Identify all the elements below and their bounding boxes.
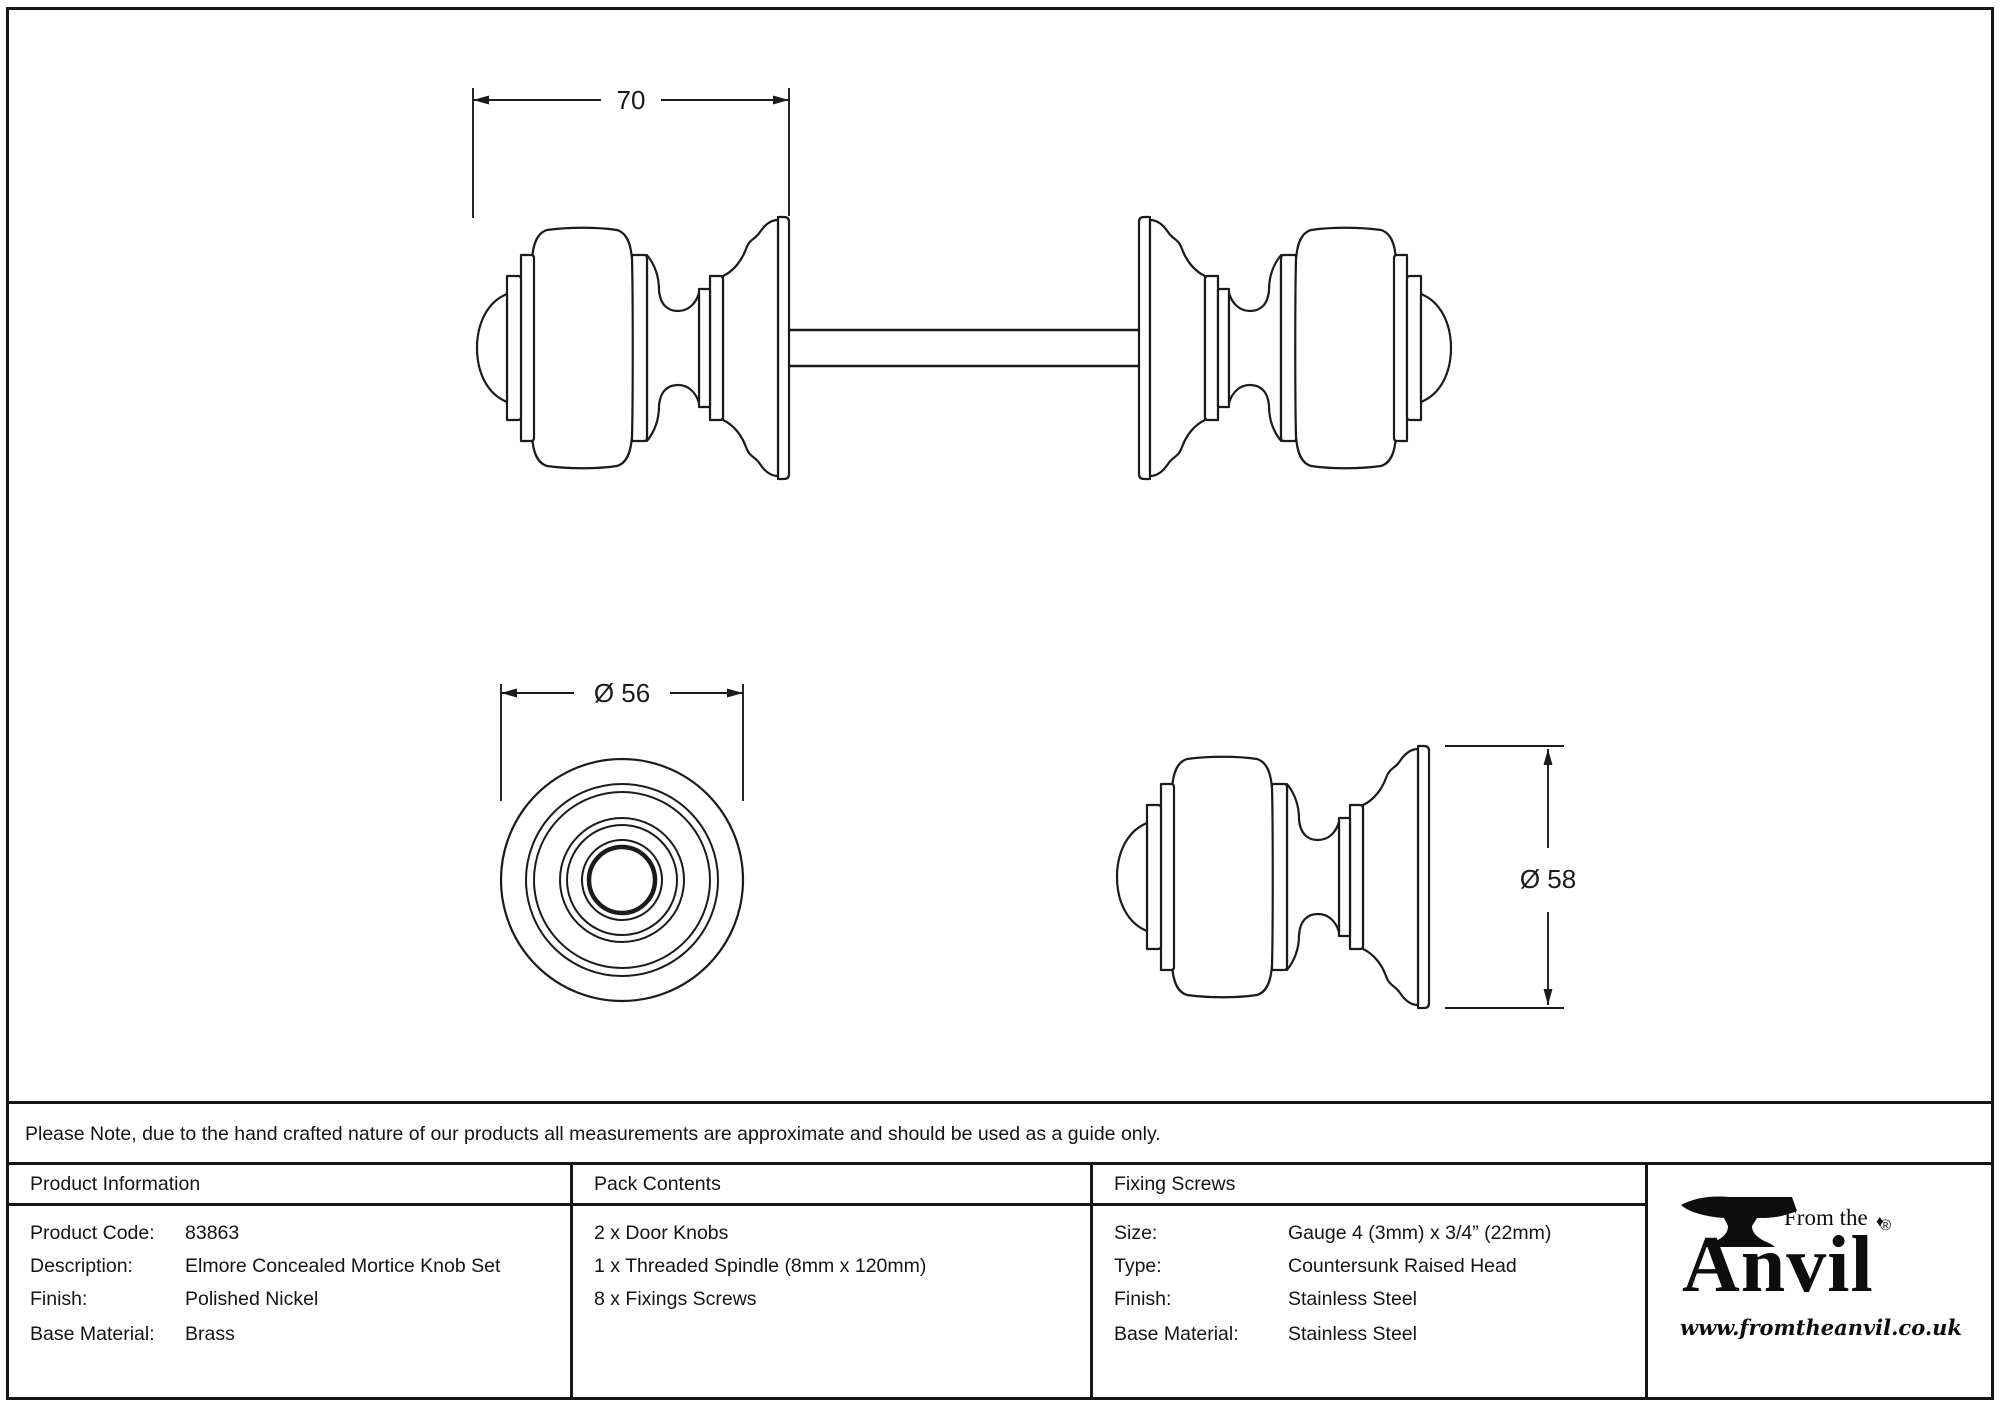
spindle	[786, 328, 1142, 368]
field-value: Elmore Concealed Mortice Knob Set	[185, 1255, 501, 1277]
divider-col-3	[1645, 1162, 1648, 1397]
dim-label-top-width: 70	[617, 85, 646, 115]
logo-brand: Anvil	[1682, 1221, 1874, 1309]
measurement-note: Please Note, due to the hand crafted nat…	[25, 1123, 1161, 1145]
arrow-right-icon	[773, 95, 789, 105]
list-item: 2 x Door Knobs	[594, 1222, 729, 1244]
field-value: Countersunk Raised Head	[1288, 1255, 1517, 1277]
dimension-diameter-58: Ø 58	[1445, 745, 1576, 1009]
list-item: 8 x Fixings Screws	[594, 1288, 757, 1310]
arrow-left-icon	[501, 688, 517, 698]
right-knob-side-profile	[1137, 215, 1453, 481]
arrow-right-icon	[727, 688, 743, 698]
field-value: Stainless Steel	[1288, 1288, 1417, 1310]
header-fixing-screws: Fixing Screws	[1114, 1173, 1236, 1195]
header-product-information: Product Information	[30, 1173, 201, 1195]
divider-col-2	[1090, 1162, 1093, 1397]
field-value: Brass	[185, 1323, 235, 1345]
divider-col-1	[570, 1162, 573, 1397]
field-value: Polished Nickel	[185, 1288, 319, 1310]
arrow-up-icon	[1543, 749, 1553, 765]
diamond-icon: ♦	[1876, 1213, 1884, 1230]
front-view-knob	[499, 757, 745, 1003]
dimension-diameter-56: Ø 56	[500, 678, 744, 801]
field-label: Finish:	[30, 1288, 88, 1310]
anvil-icon	[1681, 1196, 1797, 1247]
field-label: Finish:	[1114, 1288, 1172, 1310]
dim-label-side-diameter: Ø 58	[1520, 864, 1576, 894]
dimension-70: 70	[472, 85, 790, 218]
logo-url: www.fromtheanvil.co.uk	[1680, 1315, 1962, 1340]
divider-note-bottom	[6, 1162, 1994, 1165]
registered-trademark-icon: ®	[1880, 1217, 1892, 1234]
divider-header-bottom	[6, 1203, 1648, 1206]
field-value: 83863	[185, 1222, 240, 1244]
arrow-down-icon	[1543, 989, 1553, 1005]
left-knob-side-profile	[475, 215, 791, 481]
logo-tagline: From the	[1784, 1205, 1868, 1230]
arrow-left-icon	[473, 95, 489, 105]
field-label: Product Code:	[30, 1222, 155, 1244]
page-border	[6, 7, 1994, 1400]
field-label: Size:	[1114, 1222, 1158, 1244]
header-pack-contents: Pack Contents	[594, 1173, 721, 1195]
anvil-logo: From the ♦ Anvil ® www.fromtheanvil.co.u…	[1680, 1193, 1966, 1389]
field-label: Base Material:	[1114, 1323, 1239, 1345]
top-view-knob-set	[475, 215, 1453, 481]
field-label: Base Material:	[30, 1323, 155, 1345]
field-value: Gauge 4 (3mm) x 3/4” (22mm)	[1288, 1222, 1552, 1244]
field-label: Description:	[30, 1255, 133, 1277]
divider-note-top	[6, 1101, 1994, 1104]
field-label: Type:	[1114, 1255, 1162, 1277]
spindle-hole	[586, 844, 658, 916]
dim-label-front-diameter: Ø 56	[594, 678, 650, 708]
side-view-knob	[1115, 744, 1431, 1010]
field-value: Stainless Steel	[1288, 1323, 1417, 1345]
list-item: 1 x Threaded Spindle (8mm x 120mm)	[594, 1255, 927, 1277]
